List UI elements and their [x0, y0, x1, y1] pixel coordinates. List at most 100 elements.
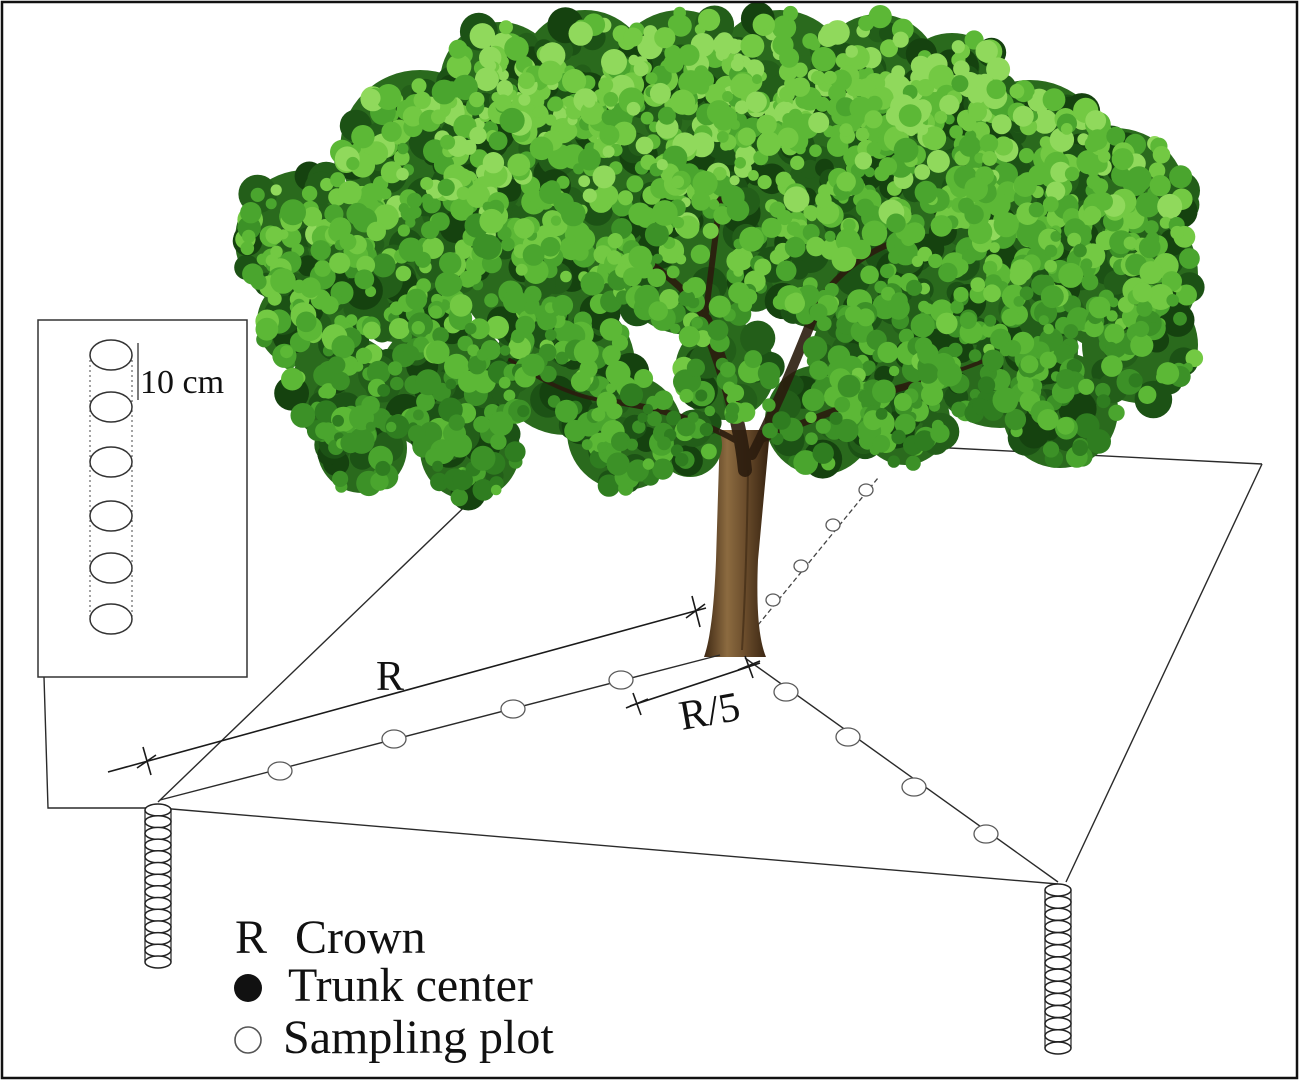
foliage-cluster: [916, 79, 935, 97]
foliage-cluster: [564, 419, 587, 442]
foliage-cluster: [329, 252, 351, 274]
foliage-cluster: [675, 254, 687, 265]
foliage-cluster: [805, 411, 817, 423]
foliage-cluster: [744, 350, 763, 369]
foliage-cluster: [726, 198, 750, 222]
foliage-cluster: [387, 361, 403, 376]
foliage-cluster: [420, 177, 434, 190]
foliage-cluster: [678, 326, 701, 348]
foliage-cluster: [403, 345, 420, 362]
foliage-cluster: [872, 435, 891, 453]
foliage-cluster: [507, 153, 531, 177]
foliage-cluster: [1017, 376, 1034, 393]
foliage-cluster: [1147, 322, 1160, 335]
soil-sample-layer: [1044, 968, 1072, 982]
foliage-cluster: [872, 379, 896, 404]
foliage-cluster: [816, 316, 832, 331]
foliage-cluster: [856, 308, 875, 327]
foliage-cluster: [1028, 202, 1045, 218]
sampling-plot-marker: [267, 761, 293, 781]
foliage-cluster: [778, 62, 798, 82]
sampling-plot-marker: [825, 518, 841, 532]
foliage-cluster: [504, 36, 529, 61]
foliage-shadow: [740, 320, 776, 356]
foliage-cluster: [738, 297, 753, 312]
foliage-cluster: [626, 175, 644, 193]
foliage-cluster: [1104, 323, 1125, 344]
foliage-cluster: [948, 342, 963, 358]
foliage-cluster: [666, 410, 681, 426]
foliage-cluster: [393, 149, 410, 166]
foliage-cluster: [1001, 308, 1020, 326]
foliage-cluster: [467, 344, 480, 357]
foliage-cluster: [456, 186, 470, 200]
foliage-cluster: [540, 365, 557, 383]
legend-crown-label: Crown: [295, 911, 426, 964]
foliage-cluster: [411, 78, 427, 94]
foliage-cluster: [479, 208, 505, 234]
foliage-cluster: [490, 433, 507, 450]
foliage-cluster: [395, 265, 412, 282]
foliage-shadow: [800, 159, 820, 179]
foliage-cluster: [330, 172, 346, 188]
foliage-cluster: [628, 245, 653, 270]
foliage-cluster: [720, 361, 736, 378]
foliage-cluster: [532, 106, 544, 118]
foliage-cluster: [472, 479, 495, 501]
foliage-cluster: [757, 175, 772, 190]
soil-sample-layer: [89, 391, 133, 423]
foliage-cluster: [1050, 231, 1062, 242]
soil-sample-layer: [1044, 1016, 1072, 1031]
foliage-cluster: [986, 57, 1011, 82]
legend-sampling-plot-label: Sampling plot: [283, 1011, 554, 1064]
foliage-cluster: [894, 413, 916, 435]
foliage-cluster: [470, 445, 496, 471]
foliage-cluster: [310, 240, 331, 261]
foliage-cluster: [407, 425, 426, 443]
foliage-cluster: [815, 418, 831, 434]
foliage-cluster: [1094, 192, 1114, 211]
foliage-cluster: [779, 86, 795, 103]
foliage-cluster: [802, 336, 828, 361]
foliage-cluster: [498, 376, 511, 389]
foliage-cluster: [645, 72, 658, 85]
foliage-cluster: [602, 345, 621, 364]
foliage-cluster: [511, 329, 525, 344]
foliage-cluster: [1019, 286, 1034, 301]
foliage-cluster: [628, 54, 640, 66]
foliage-cluster: [783, 186, 810, 213]
foliage-cluster: [1176, 284, 1197, 306]
foliage-cluster: [1135, 192, 1161, 218]
foliage-cluster: [396, 167, 409, 181]
plane-edge-back-right: [929, 446, 1263, 465]
foliage-cluster: [1067, 232, 1082, 247]
foliage-cluster: [734, 100, 749, 115]
legend: R Crown Trunk center Sampling plot: [234, 911, 554, 1064]
foliage-cluster: [729, 175, 740, 186]
foliage-cluster: [938, 262, 958, 283]
foliage-cluster: [790, 77, 811, 97]
foliage-cluster: [856, 78, 876, 98]
foliage-cluster: [989, 242, 1000, 253]
foliage-cluster: [829, 411, 843, 425]
foliage-cluster: [329, 217, 352, 240]
foliage-cluster: [928, 253, 943, 269]
foliage-cluster: [968, 87, 985, 104]
foliage-cluster: [570, 371, 591, 392]
foliage-cluster: [578, 147, 601, 171]
foliage-cluster: [834, 396, 851, 413]
foliage-cluster: [426, 340, 450, 365]
foliage-cluster: [1044, 259, 1057, 273]
soil-sample-layer: [1044, 1004, 1072, 1019]
foliage-cluster: [603, 92, 619, 107]
foliage-cluster: [596, 184, 619, 207]
foliage-cluster: [332, 470, 349, 487]
foliage-cluster: [365, 421, 376, 432]
foliage-cluster: [371, 253, 396, 278]
foliage-cluster: [707, 319, 729, 341]
foliage-cluster: [1072, 440, 1088, 456]
foliage-cluster: [1144, 220, 1159, 235]
foliage-cluster: [1042, 441, 1060, 458]
foliage-cluster: [910, 55, 931, 76]
foliage-cluster: [806, 211, 818, 222]
